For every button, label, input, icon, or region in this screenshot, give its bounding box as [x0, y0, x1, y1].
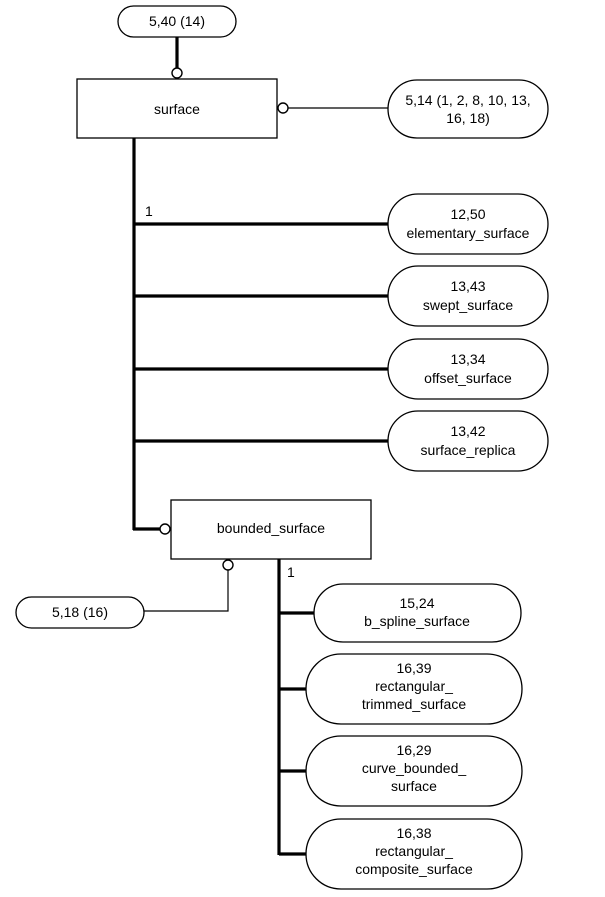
page-ref-surface-line-2: 16, 18): [446, 110, 490, 126]
bounded-subtype-b-spline: 15,24 b_spline_surface: [279, 583, 522, 643]
surface-subtype-name: elementary_surface: [407, 225, 530, 241]
bounded-ref-circle: [222, 559, 234, 571]
page-ref-top-label: 5,40 (14): [149, 13, 205, 29]
bounded-subtype-marker: 1: [287, 564, 295, 580]
bounded-subtype-name-line-1: curve_bounded_: [362, 760, 467, 776]
entity-bounded-surface: bounded_surface: [170, 499, 372, 560]
bounded-subtype-name-line-1: rectangular_: [375, 843, 453, 859]
bounded-subtype-rectangular-trimmed: 16,39 rectangular_ trimmed_surface: [279, 653, 523, 725]
surface-ref-circle: [277, 102, 289, 114]
surface-subtype-replica: 13,42 surface_replica: [134, 410, 549, 472]
surface-subtype-ref: 13,42: [450, 423, 485, 439]
entity-bounded-surface-label: bounded_surface: [217, 520, 325, 536]
entity-surface-label: surface: [154, 101, 200, 117]
entity-surface: surface: [76, 78, 278, 139]
bounded-subtype-name-line-1: rectangular_: [375, 678, 453, 694]
surface-subtype-name: swept_surface: [423, 297, 513, 313]
surface-subtype-name: offset_surface: [424, 370, 512, 386]
page-ref-surface: 5,14 (1, 2, 8, 10, 13, 16, 18): [387, 79, 549, 139]
bounded-subtype-rectangular-composite: 16,38 rectangular_ composite_surface: [279, 818, 523, 890]
bounded-subtype-ref: 16,29: [396, 742, 431, 758]
bounded-subtype-name-line-2: trimmed_surface: [362, 696, 466, 712]
bounded-subtype-ref: 16,39: [396, 660, 431, 676]
surface-subtype-ref: 13,34: [450, 351, 485, 367]
bounded-subtype-curve-bounded: 16,29 curve_bounded_ surface: [279, 735, 523, 807]
surface-subtype-marker: 1: [145, 203, 153, 219]
page-ref-top: 5,40 (14): [117, 5, 237, 38]
bounded-subtype-name-line-2: composite_surface: [355, 861, 473, 877]
page-ref-surface-line-1: 5,14 (1, 2, 8, 10, 13,: [405, 92, 530, 108]
bounded-subtype-ref: 16,38: [396, 825, 431, 841]
bounded-ref-line: [144, 570, 229, 612]
surface-subtype-elementary: 12,50 elementary_surface: [134, 193, 549, 255]
bounded-subtype-ref: 15,24: [399, 595, 434, 611]
surface-subtype-ref: 13,43: [450, 278, 485, 294]
surface-subtype-swept: 13,43 swept_surface: [134, 265, 549, 327]
surface-subtype-ref: 12,50: [450, 206, 485, 222]
bounded-subtype-name: b_spline_surface: [364, 613, 470, 629]
top-connector-circle: [171, 67, 183, 79]
bounded-connector-circle: [159, 523, 171, 535]
page-ref-bounded: 5,18 (16): [15, 596, 145, 629]
page-ref-bounded-label: 5,18 (16): [52, 604, 108, 620]
surface-subtype-name: surface_replica: [421, 442, 516, 458]
surface-subtype-offset: 13,34 offset_surface: [134, 338, 549, 400]
bounded-subtype-name-line-2: surface: [391, 778, 437, 794]
